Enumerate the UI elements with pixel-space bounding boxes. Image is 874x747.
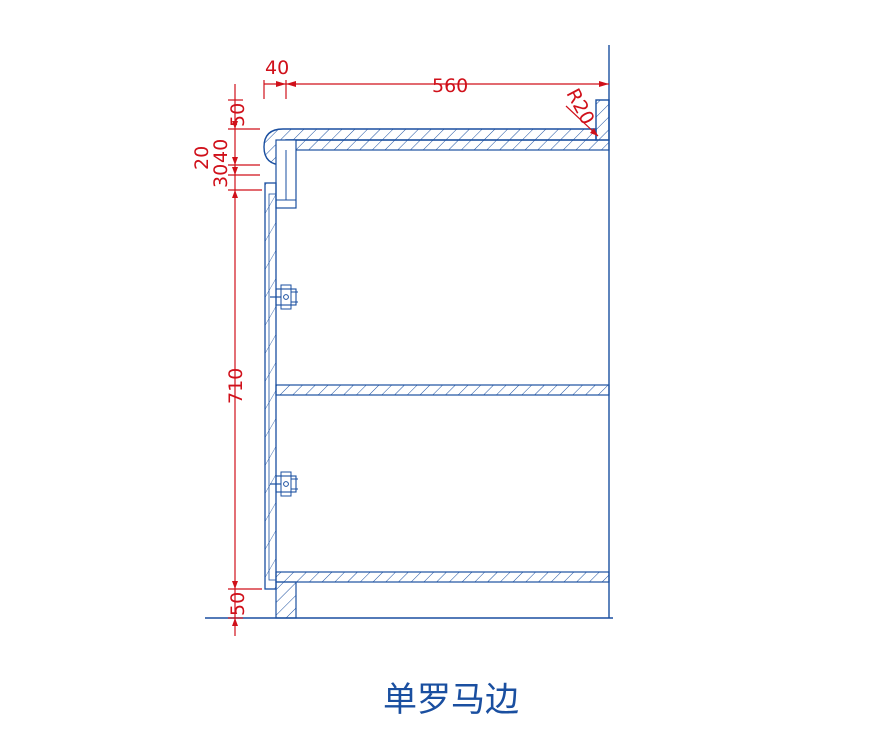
door-panel <box>264 182 277 590</box>
dim-50-base: 50 <box>227 592 249 616</box>
dim-40-top: 40 <box>265 57 289 79</box>
hinge-icon <box>270 471 298 497</box>
bottom-panel <box>275 571 610 583</box>
dim-40-left: 40 <box>210 139 232 163</box>
dimension-lines <box>228 80 609 636</box>
top-panel <box>285 139 610 151</box>
backsplash <box>595 99 610 141</box>
dim-30: 30 <box>210 164 232 188</box>
dim-560: 560 <box>432 75 468 97</box>
middle-shelf <box>275 384 610 396</box>
hinge-icon <box>270 284 298 310</box>
plinth <box>275 581 297 619</box>
dim-50-top: 50 <box>227 103 249 127</box>
cabinet-body <box>205 45 613 619</box>
dim-20: 20 <box>191 146 213 170</box>
dim-710: 710 <box>225 368 247 404</box>
drawing-caption: 单罗马边 <box>383 680 519 720</box>
